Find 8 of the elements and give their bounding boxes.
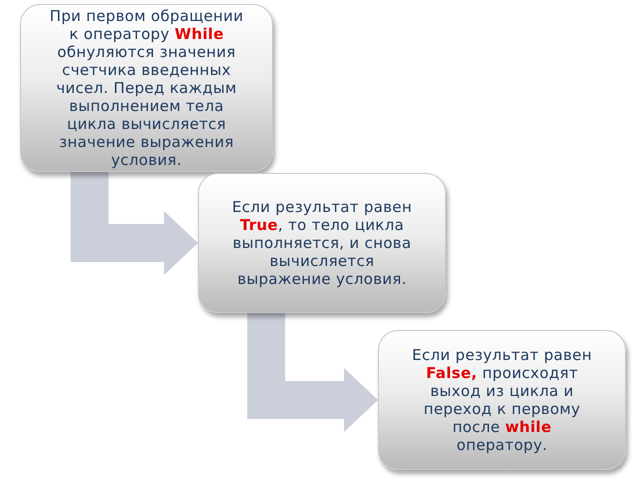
step-text: При первом обращении к оператору While обнуляются значения счетчика введенных чисел. Перед каждым выполнением тела цикла вычисляется значение выражения условия. [48, 7, 244, 169]
process-box [20, 4, 273, 172]
bent-arrow [70, 172, 198, 275]
process-box [198, 173, 446, 313]
process-box [378, 330, 626, 470]
step-text: Если результат равен True, то тело цикла выполняется, и снова вычисляется выражение условия. [231, 198, 413, 288]
bent-arrow [247, 313, 378, 432]
step-text: Если результат равен False, происходят выход из цикла и переход к первому после while оператору. [411, 346, 593, 454]
